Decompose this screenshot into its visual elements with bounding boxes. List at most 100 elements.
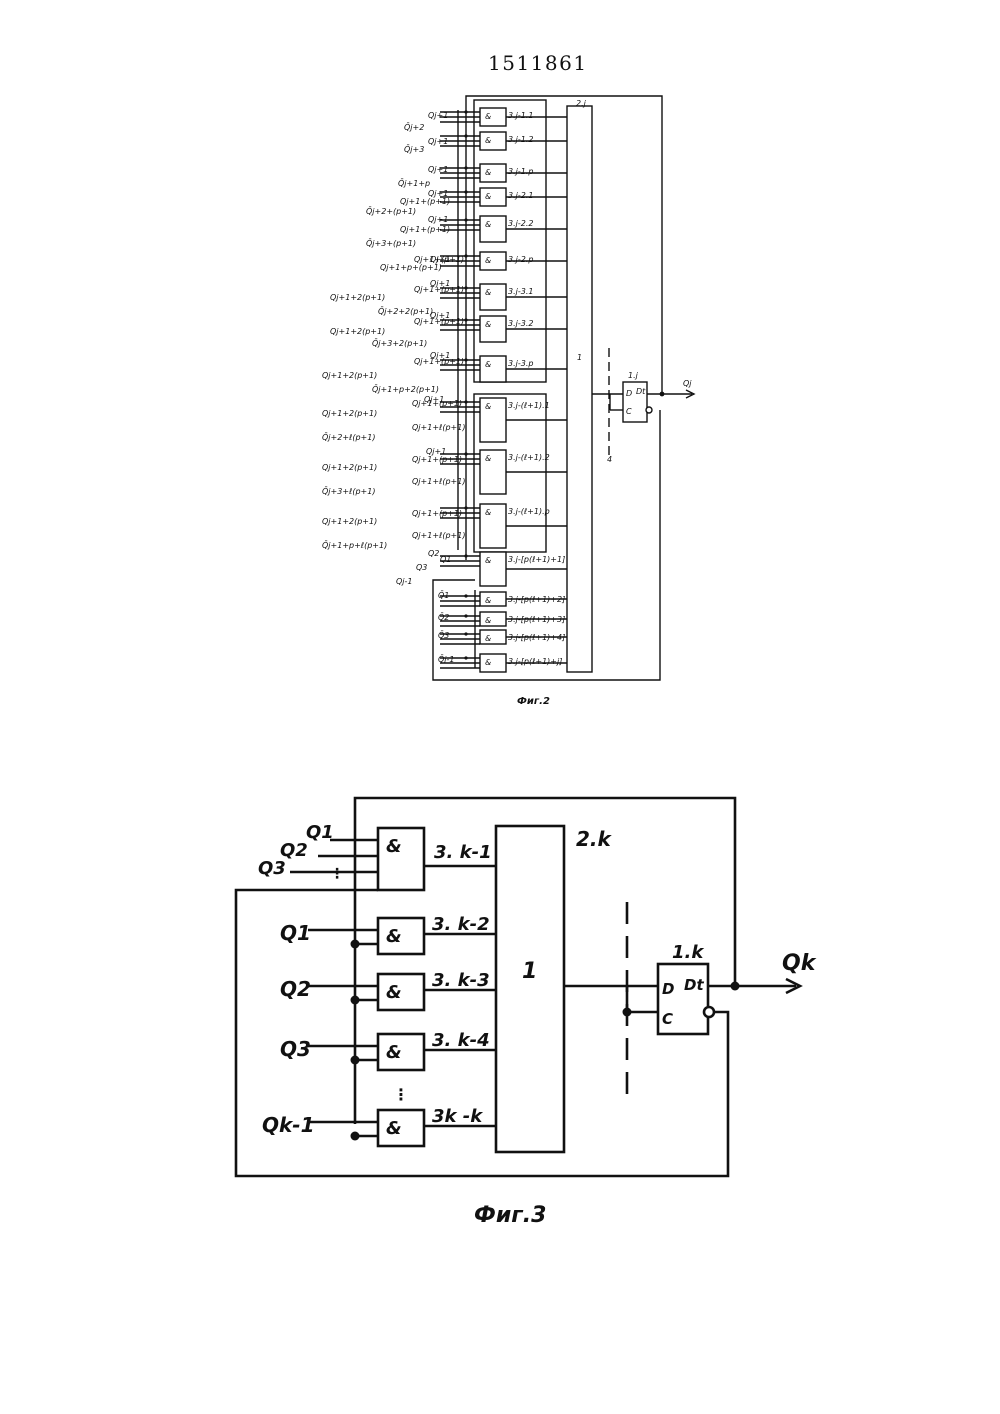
fig2-input-label: Qj+1+2(p+1) [322,517,377,526]
fig2-and-gate [480,398,506,442]
fig3-trigger-c: C [662,1010,673,1028]
fig3-gate-1-symbol: & [386,836,402,857]
fig2-gate-label: 3.j-(ℓ+1).1 [508,401,550,410]
fig2-input-label: Q̄3 [438,630,449,640]
fig2-input-label: Qj+1+(p+1) [400,197,450,206]
fig2-trigger-dt: Dt [636,387,646,396]
fig2-inner-label: Qj+1 [430,351,450,360]
fig2-and-symbol: & [485,616,491,625]
fig2-inner-label: Qj+1 [424,395,444,404]
fig2-and-gate [480,356,506,382]
fig2-input-label: Q̄j+2+2(p+1) [378,306,433,316]
fig2-inner-label: Qj+1 [428,189,448,198]
fig2-gate-label: 3.j-3.2 [508,319,533,328]
fig2-and-gate [480,284,506,310]
fig3-output: Qk [782,951,817,976]
fig2-and-gate [480,612,506,626]
fig3-or-block [496,826,564,1152]
fig2-and-gate [480,108,506,126]
fig2-input-label: Q̄j+2+ℓ(p+1) [322,432,375,442]
fig2-input-label: Q̄j-1 [438,654,455,664]
fig3-and-symbol: & [386,1042,402,1063]
fig2-trigger-c: C [626,407,632,416]
fig2-inner-label: Qj+1+(p+1) [412,509,462,518]
fig2-input-label: Q̄1 [438,590,449,600]
fig2-inner-label: Qj+1 [430,311,450,320]
fig2-and-gate [480,592,506,606]
fig2-and-symbol: & [485,634,491,643]
fig3-trigger-d: D [662,980,674,998]
fig2-strobe-label: 4 [607,455,612,464]
fig2-and-symbol: & [485,360,491,369]
fig2-gate-label: 3.j-(ℓ+1).p [508,507,550,516]
fig2-input-label: Q̄j+2 [404,122,424,132]
fig2-input-label: Q̄j+3+ℓ(p+1) [322,486,375,496]
fig2-gate-label: 3.j-1.2 [508,135,533,144]
fig2-and-gate [480,552,506,586]
fig3-caption: Фиг.3 [474,1203,546,1228]
fig2-inner-label: Qj+1 [430,255,450,264]
fig2-gate-label: 3.j-(ℓ+1).2 [508,453,550,462]
fig2-inner-label: Qj+1+ℓ(p+1) [412,477,465,486]
fig2-inner-label: Qj+1 [430,279,450,288]
fig2-and-gate [480,216,506,242]
fig2-and-symbol: & [485,508,491,517]
fig2-and-symbol: & [485,320,491,329]
fig2-gate-label: 3.j-[p(ℓ+1)+1] [508,555,565,564]
fig2-inner-label: Qj+1+ℓ(p+1) [412,531,465,540]
fig2-input-label: Q̄j+1+p+ℓ(p+1) [322,540,387,550]
fig2-and-gate [480,316,506,342]
fig2-and-symbol: & [485,136,491,145]
fig2-input-label: Q3 [416,563,427,572]
fig2-inner-label: Q2 [428,549,439,558]
figure-2: 2.j 1 &3.j-1.1&3.j-1.2&3.j-1.p&3.j-2.1&3… [322,96,694,707]
fig2-and-gate [480,654,506,672]
fig2-input-label: Q̄j+3 [404,144,424,154]
patent-number: 1511861 [488,51,588,75]
fig2-inner-label: Qj+1 [428,215,448,224]
fig2-output: Qj [683,379,692,388]
fig2-and-symbol: & [485,454,491,463]
fig2-and-symbol: & [485,168,491,177]
fig2-input-label: Q̄j+1+p+2(p+1) [372,384,439,394]
fig2-and-symbol: & [485,402,491,411]
fig2-input-label: Qj+1+(p+1) [400,225,450,234]
fig2-input-label: Q̄j+3+(p+1) [366,238,416,248]
fig2-or-block [567,106,592,672]
fig2-and-gate [480,252,506,270]
fig2-gate-label: 3.j-3.1 [508,287,533,296]
fig2-inner-label: Qj+1 [428,165,448,174]
fig3-gate-label: 3. k-3 [432,970,490,991]
fig3-trigger-label: 1.k [672,942,704,963]
fig2-input-label: Q̄j+3+2(p+1) [372,338,427,348]
fig2-gate-label: 3.j-1.1 [508,111,533,120]
fig2-input-label: Qj-1 [396,577,413,586]
fig3-gate-input: Q1 [280,921,311,945]
fig2-inner-label: Q1 [440,555,451,564]
fig3-gate-input: Q2 [280,977,311,1001]
fig2-input-label: Q̄2 [438,612,449,622]
fig3-gate-label: 3. k-2 [432,914,490,935]
fig3-or-symbol: 1 [522,959,537,984]
fig2-input-label: Qj+1+2(p+1) [322,409,377,418]
fig2-input-label: Qj+1+2(p+1) [330,327,385,336]
fig2-input-label: Q̄j+2+(p+1) [366,206,416,216]
fig2-inner-label: Qj+1+(p+1) [412,455,462,464]
fig2-caption: Фиг.2 [517,696,550,707]
fig2-and-symbol: & [485,556,491,565]
fig2-input-label: Qj+1+p+(p+1) [380,263,442,272]
fig2-gate-label: 3.j-2.1 [508,191,533,200]
fig2-inner-label: Qj+1 [428,111,448,120]
fig2-gate-label: 3.j-[p(ℓ+1)+j] [508,657,562,666]
fig3-and-symbol: & [386,926,402,947]
fig3-trigger-dt: Dt [684,976,704,994]
svg-text:⋮: ⋮ [330,866,344,882]
fig2-inner-label: Qj+1 [428,137,448,146]
fig3-or-block-label: 2.k [576,827,613,851]
fig2-input-label: Qj+1+2(p+1) [330,293,385,302]
fig2-input-label: Qj+1+2(p+1) [322,463,377,472]
fig2-and-symbol: & [485,256,491,265]
fig2-and-gate [480,504,506,548]
fig2-and-symbol: & [485,658,491,667]
fig2-gate-label: 3.j-2.2 [508,219,533,228]
